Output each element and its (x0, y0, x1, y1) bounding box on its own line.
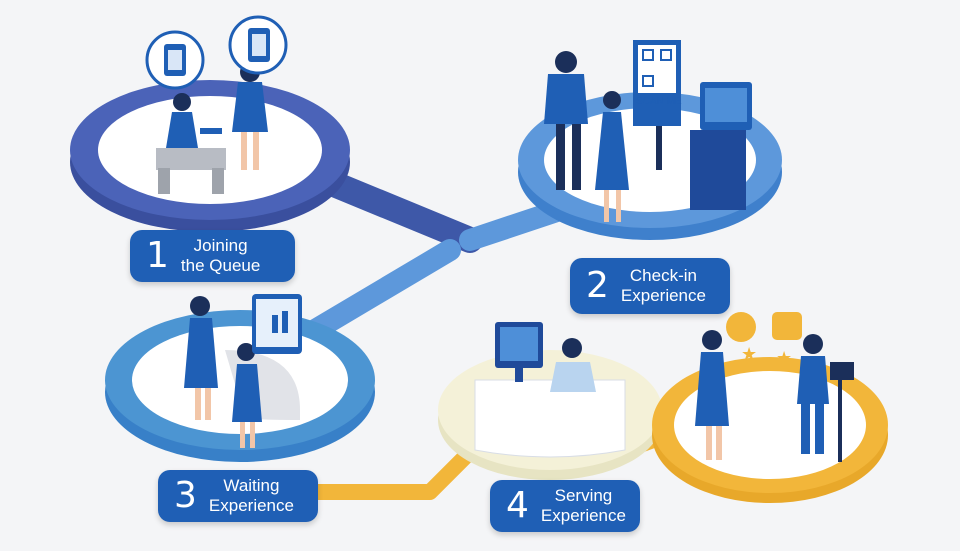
platform-check-in (518, 40, 782, 240)
step-badge-1: 1 Joining the Queue (130, 230, 295, 282)
platform-joining-queue (70, 15, 350, 232)
step-badge-3: 3 Waiting Experience (158, 470, 318, 522)
svg-text:★: ★ (741, 344, 757, 365)
step-label-4: Serving Experience (540, 486, 626, 525)
step-label-2: Check-in Experience (620, 266, 706, 305)
connector-1-2b (459, 199, 571, 251)
step-badge-2: 2 Check-in Experience (570, 258, 730, 314)
platform-waiting (105, 294, 375, 462)
step-number-4: 4 (506, 485, 529, 526)
step-label-3: Waiting Experience (208, 476, 294, 515)
step-badge-4: 4 Serving Experience (490, 480, 640, 532)
platform-serving: ★ ★ (438, 312, 888, 503)
step-number-2: 2 (586, 265, 609, 306)
svg-text:★: ★ (776, 348, 792, 369)
step-number-1: 1 (146, 235, 169, 276)
connector-3-4 (300, 446, 476, 500)
kiosk-sign-text: SCAN ME (636, 96, 682, 107)
step-number-3: 3 (174, 475, 197, 516)
step-label-1: Joining the Queue (180, 236, 261, 275)
